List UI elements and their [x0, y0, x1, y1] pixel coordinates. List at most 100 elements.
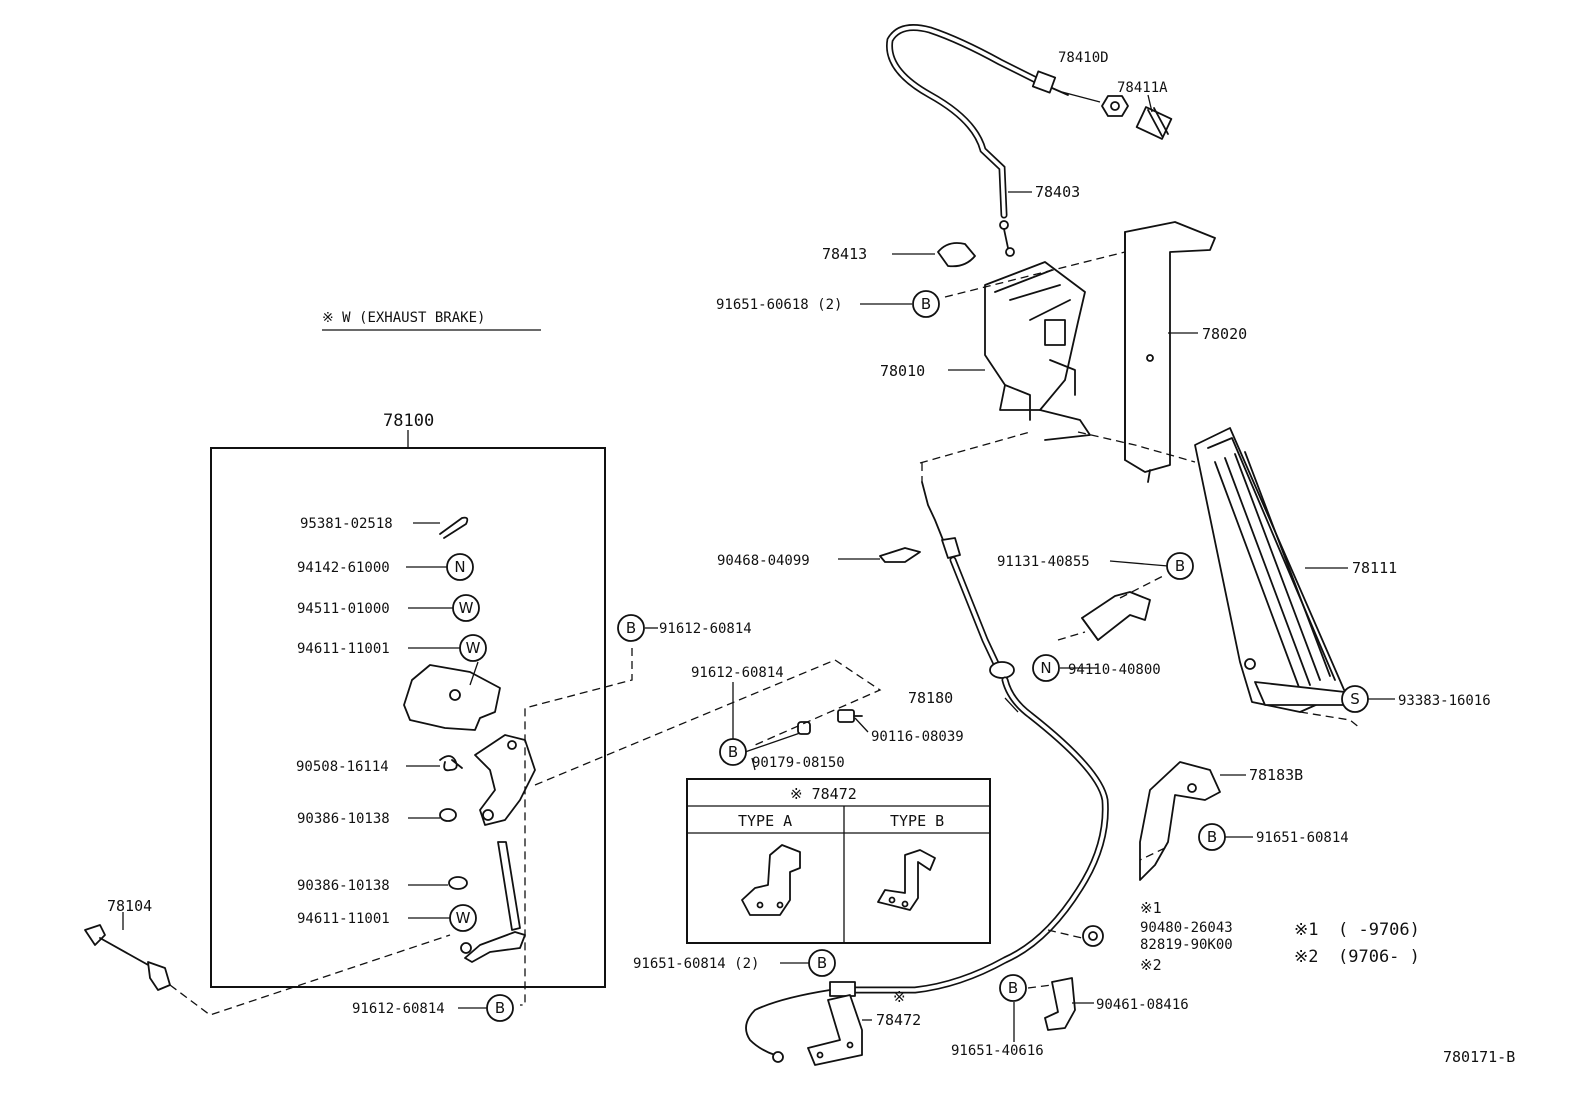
svg-text:W: W: [456, 909, 471, 927]
label-note-1: ※1: [1140, 899, 1162, 917]
clip-90468: [879, 547, 921, 563]
lower-lever: [464, 931, 526, 963]
svg-text:B: B: [1207, 828, 1217, 846]
label-90468-04099: 90468-04099: [717, 553, 810, 569]
label-78111: 78111: [1352, 559, 1397, 577]
cable-78403: [886, 24, 1069, 257]
type-a-bracket: [741, 844, 801, 916]
label-94611-11001-b: 94611-11001: [297, 911, 390, 927]
bracket-78472-bottom: [807, 994, 863, 1066]
label-78411a: 78411A: [1117, 80, 1168, 96]
note-1-range: ( -9706): [1338, 920, 1420, 940]
assembly-78100: 78100: [210, 411, 606, 988]
label-82819-90k00: 82819-90K00: [1140, 937, 1233, 953]
label-93383-16016: 93383-16016: [1398, 693, 1491, 709]
cotter-pin: [439, 516, 469, 539]
symbol-b-91651-60618: B: [912, 290, 940, 318]
bracket-78020: [1124, 221, 1216, 483]
note-1-mark: ※1: [1294, 920, 1318, 940]
svg-text:B: B: [1175, 557, 1185, 575]
svg-text:W: W: [459, 599, 474, 617]
svg-text:S: S: [1350, 690, 1360, 708]
symbol-n-94142: N: [446, 553, 474, 581]
drawing-number: 780171-B: [1443, 1048, 1515, 1066]
symbol-s-93383: S: [1341, 685, 1369, 713]
svg-text:N: N: [1040, 659, 1051, 677]
bracket-78010: [984, 261, 1091, 441]
label-90386-10138-b: 90386-10138: [297, 878, 390, 894]
inset-type-a: TYPE A: [738, 812, 792, 830]
note-2-mark: ※2: [1294, 947, 1318, 967]
svg-text:W: W: [466, 639, 481, 657]
date-notes: ※1 ( -9706) ※2 (9706- ): [1294, 920, 1420, 967]
label-78410d: 78410D: [1058, 50, 1109, 66]
symbol-b-91612-top: B: [617, 614, 645, 642]
inset-78472: ※ 78472 TYPE A TYPE B: [686, 778, 991, 944]
label-exhaust-brake: ※ W (EXHAUST BRAKE): [322, 310, 485, 326]
gear-78411a: [1135, 106, 1173, 140]
spring: [439, 755, 463, 772]
symbol-w-94611-a: W: [459, 634, 487, 662]
pedal-78111: [1194, 427, 1351, 713]
symbol-b-91131: B: [1166, 552, 1194, 580]
svg-text:B: B: [495, 999, 505, 1017]
label-78472: 78472: [876, 1011, 921, 1029]
note-2-range: (9706- ): [1338, 947, 1420, 967]
grommet-90480: [1082, 925, 1104, 947]
svg-text:B: B: [817, 954, 827, 972]
leader-lines: [122, 91, 1395, 1042]
bracket-91131: [1081, 591, 1151, 641]
label-91651-40616: 91651-40616: [951, 1043, 1044, 1059]
label-94142-61000: 94142-61000: [297, 560, 390, 576]
nut-90179: [797, 721, 811, 735]
label-91131-40855: 91131-40855: [997, 554, 1090, 570]
labels: 78410D 78411A 78403 78413 91651-60618 (2…: [107, 50, 1491, 1059]
label-78010: 78010: [880, 362, 925, 380]
inset-type-b: TYPE B: [890, 812, 944, 830]
label-91612-60814-bot: 91612-60814: [352, 1001, 445, 1017]
bolt-90116: [837, 709, 863, 723]
label-91651-60814: 91651-60814: [1256, 830, 1349, 846]
label-91651-60618: 91651-60618 (2): [716, 297, 842, 313]
rod: [497, 841, 521, 931]
label-78180: 78180: [908, 689, 953, 707]
label-90480-26043: 90480-26043: [1140, 920, 1233, 936]
label-94511-01000: 94511-01000: [297, 601, 390, 617]
cable-78180: [745, 481, 1109, 1063]
lever-arm: [474, 734, 536, 826]
symbol-w-94611-b: W: [449, 904, 477, 932]
label-78413: 78413: [822, 245, 867, 263]
label-90508-16114: 90508-16114: [296, 759, 389, 775]
svg-text:B: B: [921, 295, 931, 313]
label-78020: 78020: [1202, 325, 1247, 343]
rod-78104: [84, 924, 171, 991]
symbol-b-91651-40616: B: [999, 974, 1027, 1002]
label-91651-60814-2: 91651-60814 (2): [633, 956, 759, 972]
nut-90386-b: [448, 876, 468, 890]
nut-78410d: [1101, 95, 1129, 117]
type-b-bracket: [877, 849, 936, 911]
label-78403: 78403: [1035, 183, 1080, 201]
label-78183b: 78183B: [1249, 766, 1303, 784]
symbol-b-91612-bot: B: [486, 994, 514, 1022]
label-91612-60814-mid: 91612-60814: [691, 665, 784, 681]
symbol-b-91651-60814-2: B: [808, 949, 836, 977]
svg-text:B: B: [626, 619, 636, 637]
symbol-b-91651-60814: B: [1198, 823, 1226, 851]
label-95381-02518: 95381-02518: [300, 516, 393, 532]
symbol-n-94110: N: [1032, 654, 1060, 682]
symbol-w-94511: W: [452, 594, 480, 622]
label-90461-08416: 90461-08416: [1096, 997, 1189, 1013]
inset-title: ※ 78472: [790, 785, 857, 803]
svg-text:B: B: [728, 743, 738, 761]
bracket-78183b: [1139, 761, 1221, 881]
label-94110-40800: 94110-40800: [1068, 662, 1161, 678]
nut-90386-a: [439, 808, 457, 822]
label-94611-11001-a: 94611-11001: [297, 641, 390, 657]
reference-lines: [169, 251, 1361, 1016]
symbol-b-91612-mid: B: [719, 738, 747, 766]
cap-78413: [937, 242, 976, 268]
clamp-90461: [1044, 977, 1076, 1031]
label-90179-08150: 90179-08150: [752, 755, 845, 771]
